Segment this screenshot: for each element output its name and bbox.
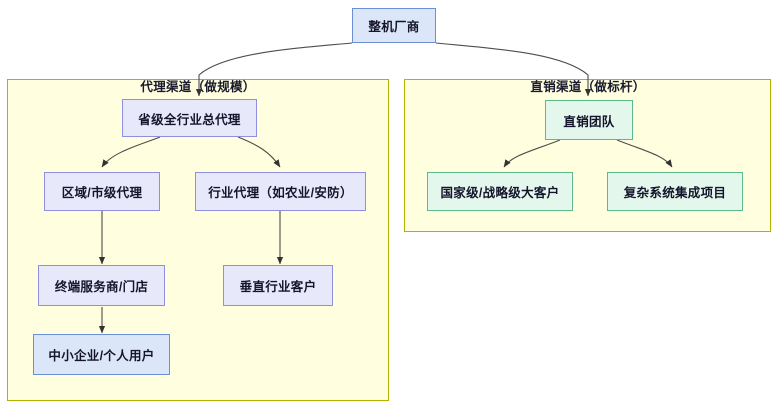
node-direct-integration[interactable]: 复杂系统集成项目 (607, 172, 743, 211)
node-agent-vertical[interactable]: 垂直行业客户 (223, 265, 333, 306)
node-agent-region[interactable]: 区域/市级代理 (44, 172, 160, 211)
node-agent-master[interactable]: 省级全行业总代理 (122, 99, 257, 137)
node-agent-sme[interactable]: 中小企业/个人用户 (33, 334, 170, 375)
cluster-direct-channel-label: 直销渠道（做标杆） (530, 80, 646, 94)
node-direct-key-account[interactable]: 国家级/战略级大客户 (427, 172, 573, 211)
node-agent-industry[interactable]: 行业代理（如农业/安防） (195, 172, 366, 211)
cluster-agent-channel-label: 代理渠道（做规模） (140, 80, 256, 94)
node-direct-team[interactable]: 直销团队 (545, 100, 633, 140)
node-root[interactable]: 整机厂商 (352, 8, 436, 43)
node-agent-terminal[interactable]: 终端服务商/门店 (38, 265, 165, 306)
